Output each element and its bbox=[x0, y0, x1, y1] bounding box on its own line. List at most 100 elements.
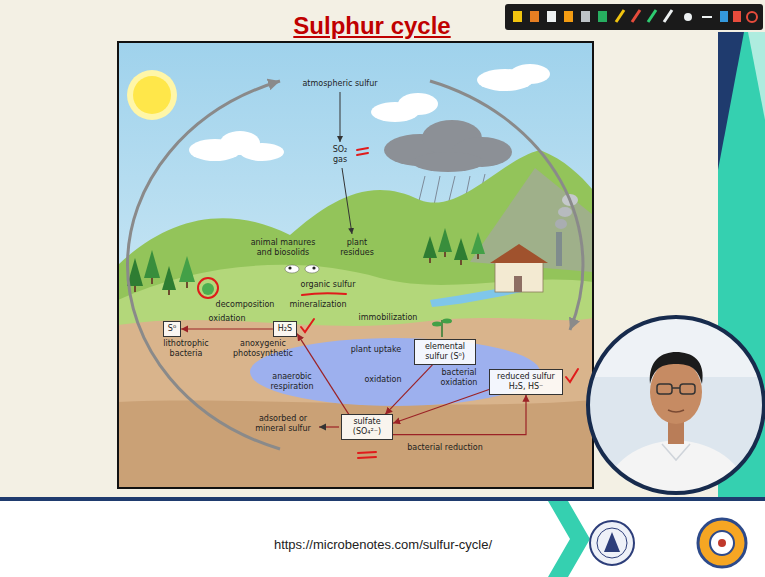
institute-logo bbox=[590, 521, 634, 565]
cloud bbox=[398, 93, 438, 115]
process-label: oxidation bbox=[365, 375, 402, 385]
tree bbox=[179, 256, 195, 282]
chimney bbox=[556, 232, 562, 266]
nptel-logo bbox=[698, 519, 746, 567]
toolbar-icon bbox=[648, 10, 656, 22]
organism-label: lithotrophic bacteria bbox=[155, 339, 217, 358]
process-label: immobilization bbox=[359, 313, 418, 323]
deep-soil bbox=[118, 400, 593, 488]
tree bbox=[454, 238, 468, 260]
annotation-toolbar bbox=[505, 4, 763, 30]
annotation-toolbar bbox=[505, 4, 763, 30]
plant-leaf bbox=[442, 319, 452, 324]
process-label: anaerobic respiration bbox=[266, 372, 318, 391]
presenter-video bbox=[588, 317, 764, 500]
glasses bbox=[680, 384, 695, 394]
compound-name: H₂S bbox=[278, 324, 292, 334]
reaction-arrow bbox=[393, 395, 526, 435]
nptel-logo bbox=[710, 531, 734, 555]
plant bbox=[441, 320, 443, 337]
footer-band bbox=[0, 501, 765, 577]
glasses bbox=[672, 387, 680, 389]
cow-spot bbox=[312, 266, 315, 269]
cow bbox=[285, 265, 299, 273]
side-stripe-accent bbox=[748, 32, 765, 120]
compound-box: reduced sulfur H₂S, HS⁻ bbox=[489, 369, 563, 394]
nptel-logo bbox=[698, 519, 746, 567]
compound-name: reduced sulfur H₂S, HS⁻ bbox=[494, 372, 558, 391]
footer-rule bbox=[0, 497, 765, 501]
side-stripe-accent bbox=[718, 32, 744, 170]
flow-arrow bbox=[342, 168, 352, 234]
house bbox=[495, 262, 543, 292]
toolbar-icon bbox=[616, 10, 624, 22]
toolbar-icon bbox=[684, 13, 692, 21]
source-label: plant residues bbox=[337, 238, 377, 257]
pen-check bbox=[301, 319, 314, 332]
slide-title: Sulphur cycle bbox=[293, 12, 450, 40]
process-label: mineralization bbox=[289, 300, 346, 310]
reaction-arrow bbox=[181, 328, 273, 329]
presenter-mouth bbox=[668, 410, 684, 412]
tree bbox=[423, 236, 437, 258]
flow-arrow bbox=[340, 92, 341, 142]
compound-label: organic sulfur bbox=[301, 280, 356, 290]
compound-name: sulfate (SO₄²⁻) bbox=[346, 417, 388, 436]
toolbar-icon bbox=[702, 16, 712, 18]
footer-chevron bbox=[548, 501, 590, 577]
pen-circle bbox=[198, 278, 218, 298]
source-label: animal manures and biosolids bbox=[249, 238, 317, 257]
pen-underline bbox=[302, 293, 346, 295]
process-label: plant uptake bbox=[351, 345, 401, 355]
cycle-arrow bbox=[127, 81, 280, 449]
smoke bbox=[558, 207, 572, 217]
presenter bbox=[588, 317, 764, 500]
cloud bbox=[240, 143, 284, 161]
tree bbox=[471, 232, 485, 254]
pen-mark bbox=[357, 153, 368, 155]
institute-logo bbox=[590, 521, 634, 565]
process-label: oxidation bbox=[209, 314, 246, 324]
tree bbox=[144, 250, 160, 278]
toolbar-icon bbox=[632, 10, 640, 22]
process-label: bacterial reduction bbox=[407, 443, 483, 453]
nptel-logo bbox=[718, 539, 726, 547]
cow bbox=[305, 265, 319, 273]
presenter-head bbox=[650, 360, 702, 424]
cloud bbox=[510, 64, 550, 84]
plant-leaf bbox=[432, 322, 442, 327]
presenter-hair bbox=[650, 352, 703, 384]
mountain bbox=[470, 168, 593, 272]
soil bbox=[118, 318, 593, 488]
tree bbox=[127, 228, 485, 295]
house-roof bbox=[490, 244, 548, 263]
compound-box: elemental sulfur (S⁰) bbox=[414, 339, 476, 364]
pen-annotation bbox=[198, 148, 578, 458]
storm-cloud bbox=[384, 120, 512, 172]
house-door bbox=[514, 276, 522, 292]
figure-frame bbox=[118, 42, 593, 488]
toolbar-icon bbox=[564, 11, 573, 22]
glasses bbox=[657, 384, 672, 394]
organism-label: anoxygenic photosynthetic bbox=[228, 339, 298, 358]
toolbar-icon bbox=[547, 11, 556, 22]
cow-spot bbox=[288, 266, 291, 269]
cattle bbox=[285, 265, 319, 273]
region-label: atmospheric sulfur bbox=[302, 79, 377, 89]
pen-mark bbox=[357, 148, 368, 150]
toolbar-icon bbox=[581, 11, 590, 22]
source-url: https://microbenotes.com/sulfur-cycle/ bbox=[274, 537, 492, 553]
tree bbox=[162, 266, 176, 290]
bush bbox=[202, 283, 214, 295]
compound-box: sulfate (SO₄²⁻) bbox=[341, 414, 393, 439]
compound-name: S⁰ bbox=[168, 324, 176, 334]
pen-check bbox=[566, 369, 578, 382]
institute-logo bbox=[597, 528, 627, 558]
smoke bbox=[555, 219, 567, 229]
compound-box: H₂S bbox=[273, 321, 297, 337]
toolbar-icon bbox=[598, 11, 607, 22]
